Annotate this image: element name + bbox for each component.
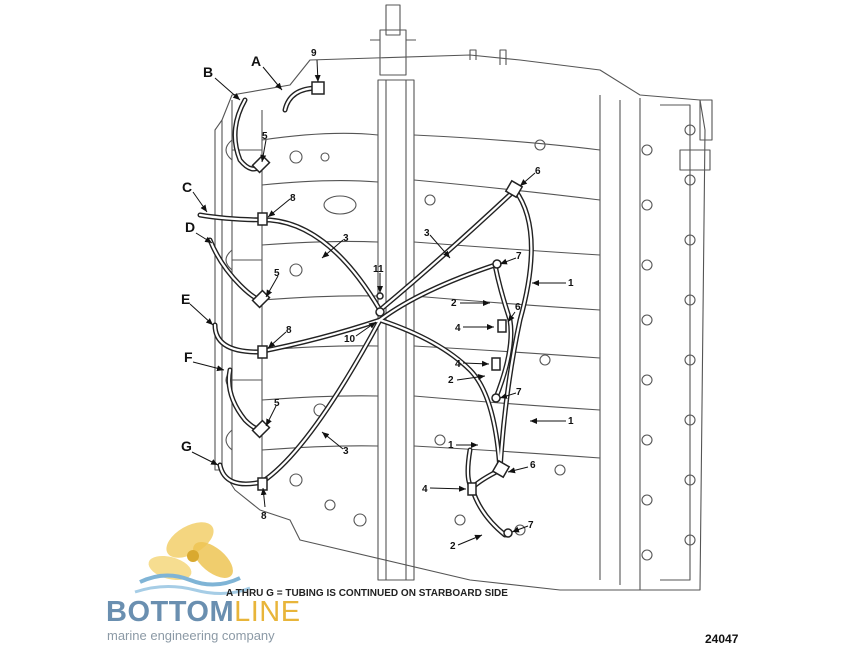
callout-3-left-bottom: 3	[343, 446, 349, 457]
callout-7-top: 7	[516, 251, 522, 262]
callout-9: 9	[311, 48, 317, 59]
callout-1-bottom: 1	[448, 440, 454, 451]
logo-word-bold: BOTTOM	[106, 596, 235, 628]
callout-letter-e: E	[181, 291, 190, 307]
figure-number: 24047	[705, 632, 739, 646]
number-callouts: 9 5 8 5 8 5 8 3 3 3 11 10 6 6 6 7 7 7 1 …	[261, 48, 574, 552]
callout-6-top: 6	[535, 166, 541, 177]
engine-block-drawing	[214, 4, 713, 591]
callout-letter-c: C	[182, 179, 192, 195]
tubing-inner	[198, 86, 533, 537]
callout-8-top: 8	[290, 193, 296, 204]
callout-1-top: 1	[568, 278, 574, 289]
callout-6-bottom: 6	[530, 460, 536, 471]
callout-4-bottom: 4	[422, 484, 428, 495]
callout-3-center: 3	[424, 228, 430, 239]
callout-6-mid: 6	[515, 302, 521, 313]
callout-2-top: 2	[451, 298, 457, 309]
callout-3-left-top: 3	[343, 233, 349, 244]
callout-letter-f: F	[184, 349, 193, 365]
callout-letter-g: G	[181, 438, 192, 454]
callout-1-mid: 1	[568, 416, 574, 427]
callout-10: 10	[344, 334, 356, 345]
callout-letter-b: B	[203, 64, 213, 80]
callout-8-mid: 8	[286, 325, 292, 336]
callout-4-top: 4	[455, 323, 461, 334]
callout-11: 11	[373, 264, 384, 275]
callout-8-bottom: 8	[261, 511, 267, 522]
fittings	[251, 81, 524, 538]
leader-arrows	[189, 59, 566, 546]
letter-callouts: A B C D E F G	[181, 53, 261, 454]
callout-2-mid: 2	[448, 375, 454, 386]
callout-letter-d: D	[185, 219, 195, 235]
bottomline-logo-emblem	[134, 522, 251, 595]
callout-4-mid: 4	[455, 359, 461, 370]
figure-caption: A THRU G = TUBING IS CONTINUED ON STARBO…	[226, 588, 508, 599]
callout-5-mid: 5	[274, 268, 280, 279]
callout-5-top: 5	[262, 131, 268, 142]
tubing-lines	[197, 85, 534, 538]
callout-7-bottom: 7	[528, 520, 534, 531]
logo-tagline: marine engineering company	[107, 628, 275, 643]
logo-wordmark: BOTTOMLINE	[106, 596, 301, 629]
logo-word-light: LINE	[234, 596, 301, 628]
callout-5-bottom: 5	[274, 398, 280, 409]
callout-2-bottom: 2	[450, 541, 456, 552]
callout-letter-a: A	[251, 53, 261, 69]
callout-7-mid: 7	[516, 387, 522, 398]
